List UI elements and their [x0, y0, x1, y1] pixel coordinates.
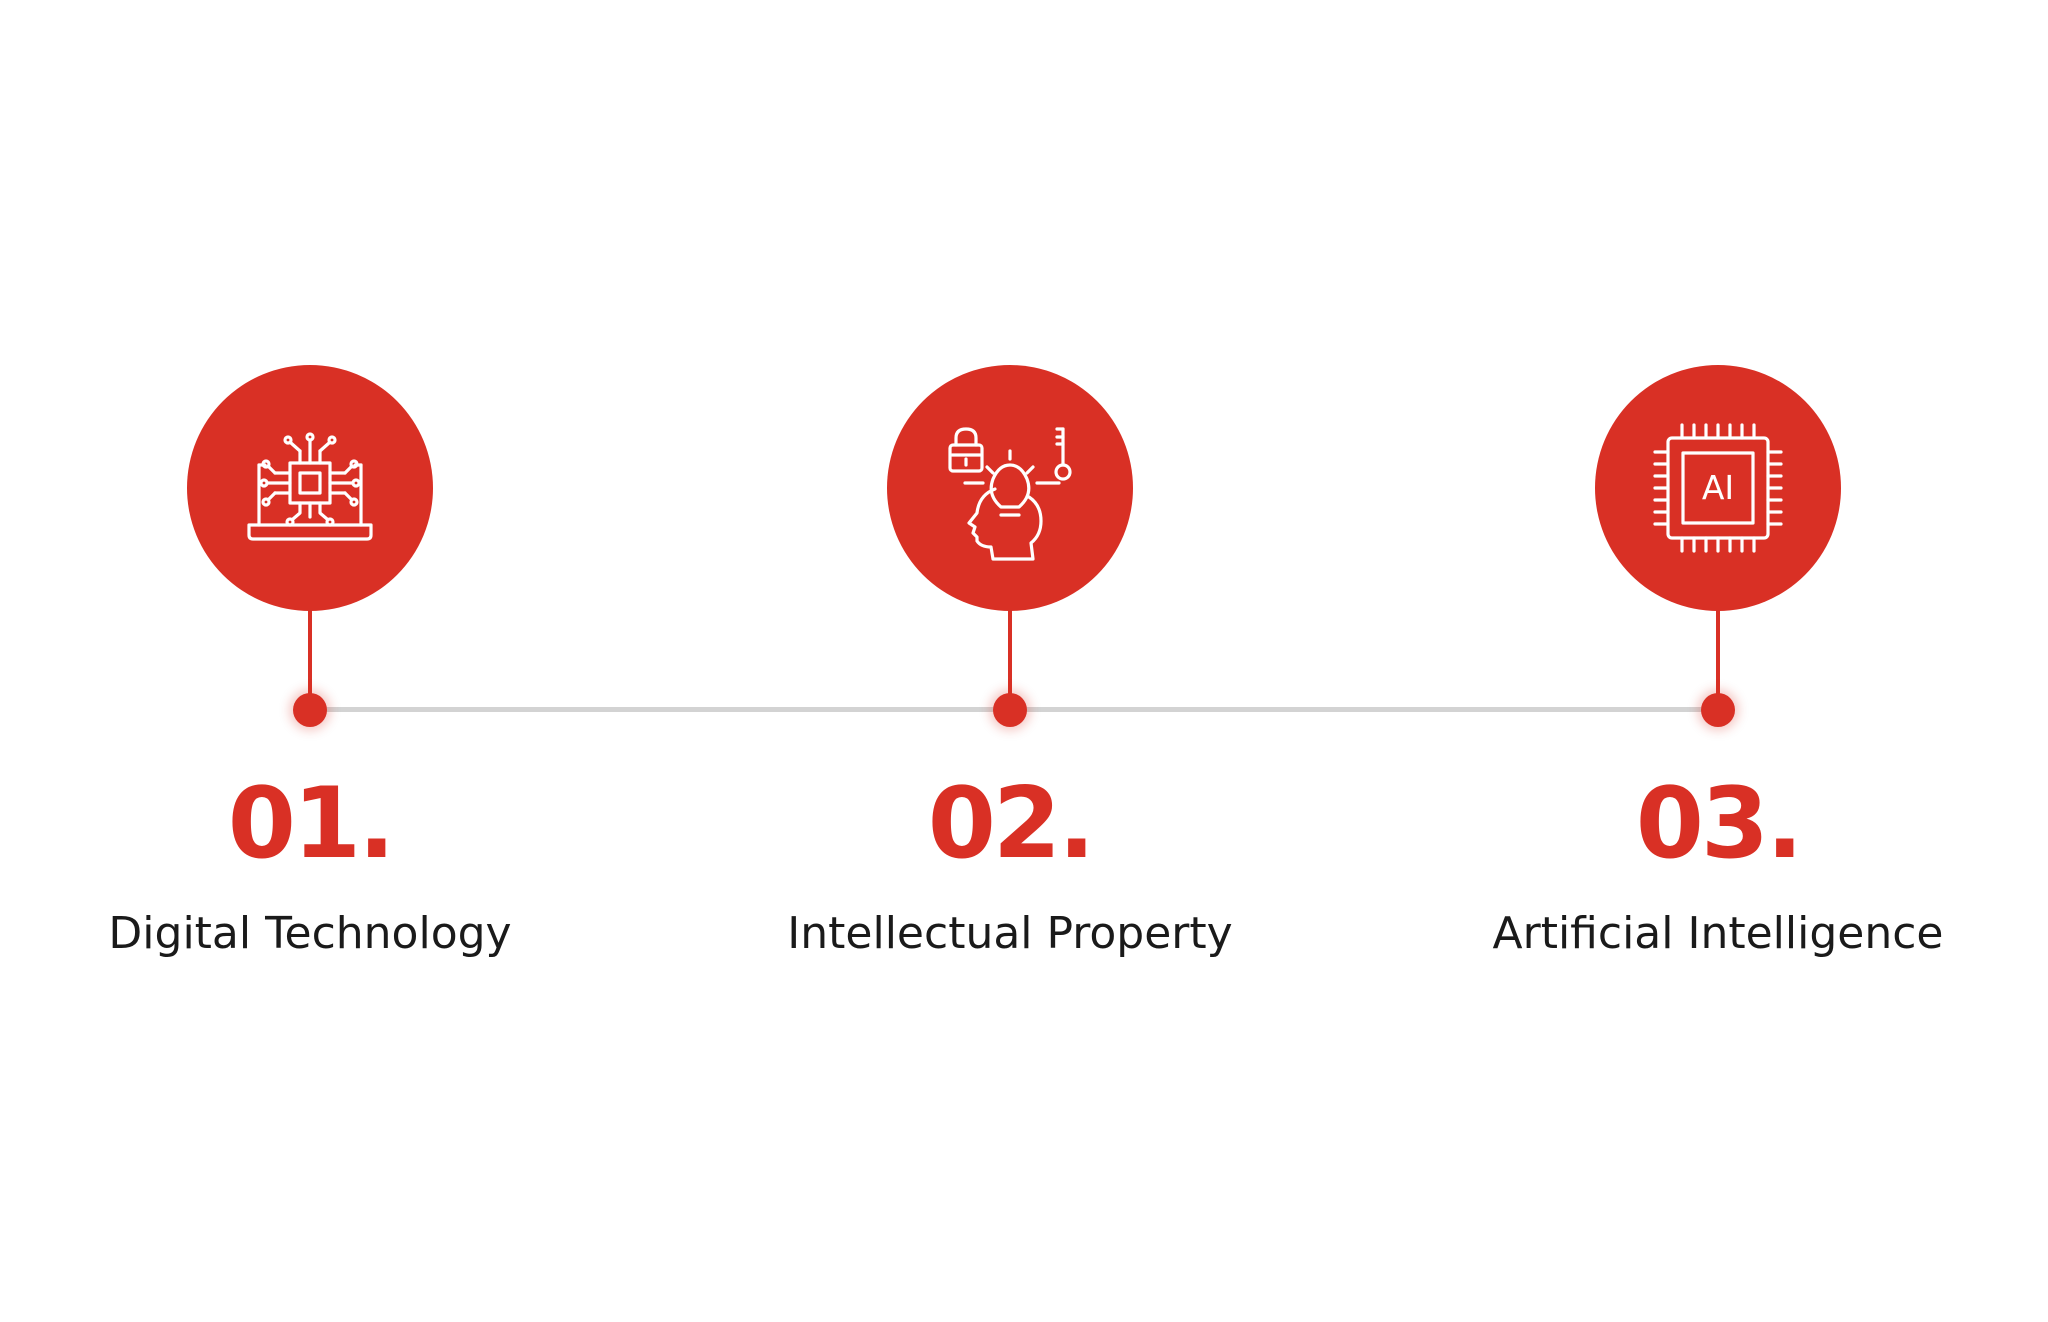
timeline-marker-dot: [1701, 693, 1735, 727]
step-connector-stem: [1716, 608, 1720, 703]
step-icon-circle: [187, 365, 433, 611]
step-connector-stem: [1008, 608, 1012, 703]
ai-chip-text: AI: [1702, 468, 1734, 507]
step-icon-circle: [887, 365, 1133, 611]
timeline-marker-dot: [993, 693, 1027, 727]
ai-chip-icon: AI: [1653, 423, 1783, 553]
timeline-step-3: AI 03. Artificial Intelligence: [1438, 0, 1998, 1322]
timeline-marker-dot: [293, 693, 327, 727]
timeline-step-1: 01. Digital Technology: [30, 0, 590, 1322]
idea-head-lock-key-icon: [948, 427, 1072, 561]
step-label: Intellectual Property: [787, 908, 1233, 959]
timeline-step-2: 02. Intellectual Property: [730, 0, 1290, 1322]
step-connector-stem: [308, 608, 312, 703]
circuit-laptop-icon: [247, 432, 373, 541]
step-label: Digital Technology: [108, 908, 512, 959]
step-label: Artificial Intelligence: [1492, 908, 1944, 959]
step-number: 01.: [227, 767, 396, 881]
step-number: 02.: [927, 767, 1096, 881]
step-number: 03.: [1635, 767, 1804, 881]
step-icon-circle: AI: [1595, 365, 1841, 611]
